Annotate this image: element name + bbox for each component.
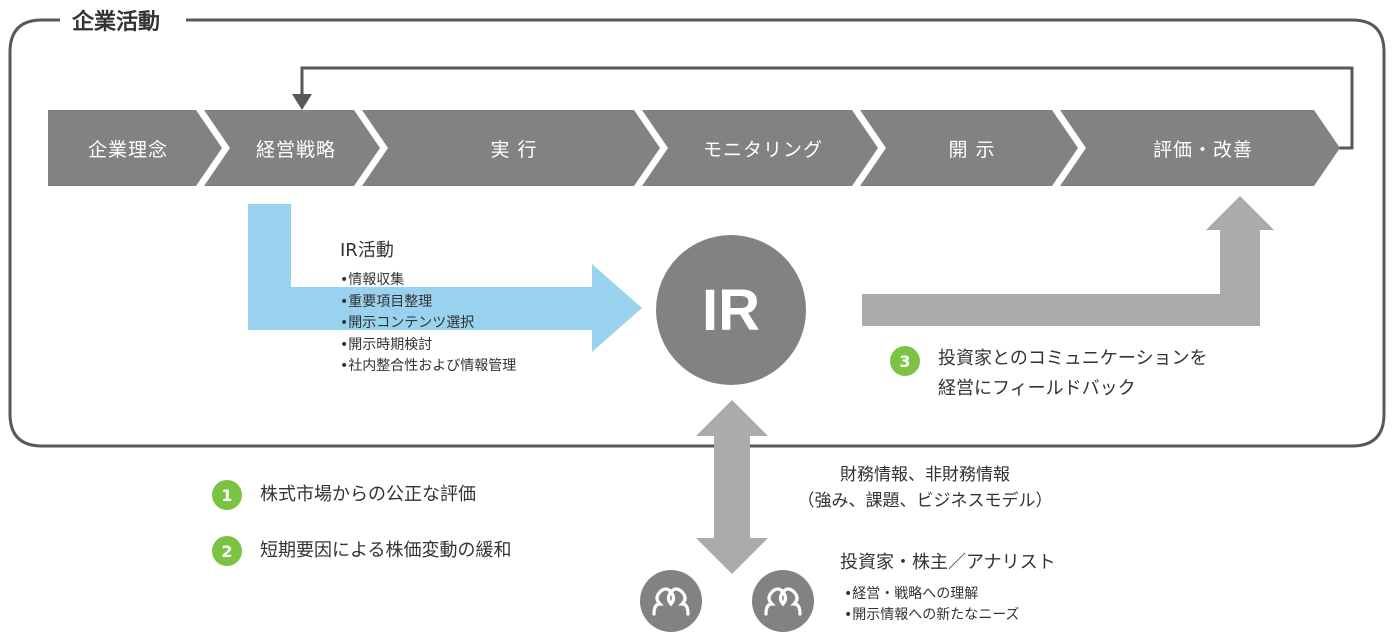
people-icon [764,587,802,616]
ir-center-label: IR [702,277,760,343]
investors-title: 投資家・株主／アナリスト [840,552,1056,573]
ir-center-circle: IR [656,235,806,385]
corporate-activity-frame [8,18,1386,448]
benefit-text-2: 短期要因による株価変動の緩和 [260,540,512,561]
benefit-number-badge-2: 2 [212,536,242,566]
ir-investor-double-arrow [696,400,768,574]
frame-title: 企業活動 [66,6,167,40]
disclosure-info-line1: 財務情報、非財務情報 [840,465,1010,485]
list-item: •開示コンテンツ選択 [340,315,475,331]
ir-activity-title: IR活動 [340,240,394,261]
investor-icon [640,570,702,632]
step-label-philosophy: 企業理念 [87,138,168,161]
step-chevron-2 [204,110,380,186]
disclosure-info-line2: （強み、課題、ビジネスモデル） [797,491,1053,511]
ir-activity-list: •情報収集 •重要項目整理 •開示コンテンツ選択 •開示時期検討 •社内整合性お… [340,270,516,378]
step-label-execution: 実 行 [490,138,538,161]
feedback-number-badge: 3 [890,346,920,376]
feedback-loop-arrowhead [292,94,312,110]
list-item: •開示情報への新たなニーズ [844,607,1020,623]
list-item: •社内整合性および情報管理 [340,358,517,374]
step-chevron-3 [362,110,660,186]
step-chevron-4 [642,110,878,186]
ir-activity-flow-arrow [248,204,642,352]
list-item: •開示時期検討 [340,336,433,353]
step-chevron-5 [860,110,1078,186]
disclosure-info: 財務情報、非財務情報 （強み、課題、ビジネスモデル） [780,462,1070,514]
feedback-text-line2: 経営にフィールドバック [938,378,1136,399]
investors-list: •経営・戦略への理解 •開示情報への新たなニーズ [844,584,1020,626]
benefit-text-1: 株式市場からの公正な評価 [260,484,476,505]
step-label-monitoring: モニタリング [702,138,823,161]
investor-icon [752,570,814,632]
list-item: •経営・戦略への理解 [844,586,979,602]
feedback-up-arrow [862,196,1274,326]
list-item: •重要項目整理 [340,293,433,310]
list-item: •情報収集 [340,272,405,288]
step-chevron-1 [48,110,222,186]
step-chevron-6 [1060,110,1340,186]
step-label-strategy: 経営戦略 [255,138,336,161]
step-label-evaluation: 評価・改善 [1152,138,1253,161]
people-icon [652,587,690,616]
step-label-disclosure: 開 示 [948,138,996,161]
feedback-text-line1: 投資家とのコミュニケーションを [938,348,1208,369]
benefit-number-badge-1: 1 [212,480,242,510]
